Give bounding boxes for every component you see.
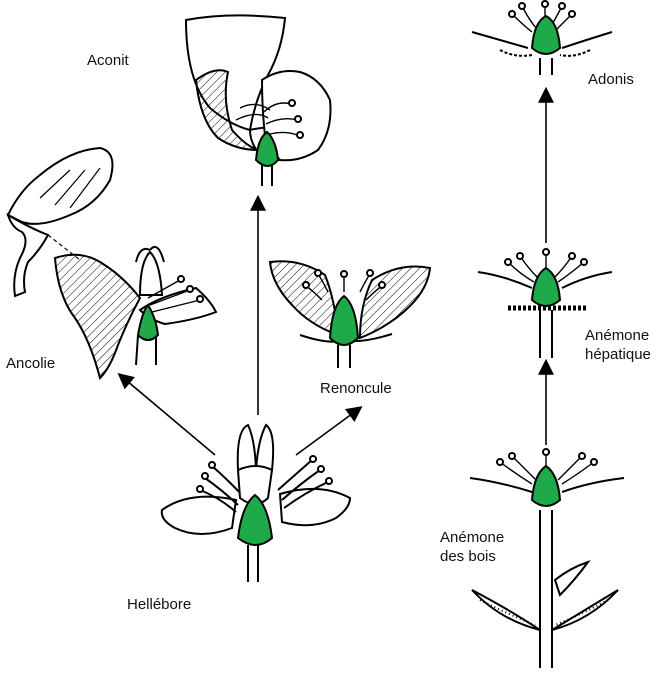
hellebore-pistil [238,495,272,545]
label-adonis: Adonis [588,70,634,89]
adonis-pistil [532,16,560,54]
label-anemone-hepatique-line1: Anémone [585,326,649,345]
arrow-hellebore-to-renoncule [296,408,360,455]
adonis-flower [472,1,612,75]
aconit-flower [186,15,331,186]
arrow-hellebore-to-ancolie [120,375,215,455]
ancolie-flower [8,148,216,378]
label-anemone-hepatique-line2: hépatique [585,345,651,364]
anemone-hepatique-pistil [532,268,560,306]
renoncule-flower [270,261,430,368]
hellebore-flower [162,425,350,582]
label-anemone-des-bois-line1: Anémone [440,528,504,547]
label-hellebore: Hellébore [127,595,191,614]
anemone-des-bois-pistil [532,466,560,506]
label-aconit: Aconit [87,51,129,70]
label-ancolie: Ancolie [6,354,55,373]
label-renoncule: Renoncule [320,379,392,398]
label-anemone-des-bois-line2: des bois [440,547,496,566]
